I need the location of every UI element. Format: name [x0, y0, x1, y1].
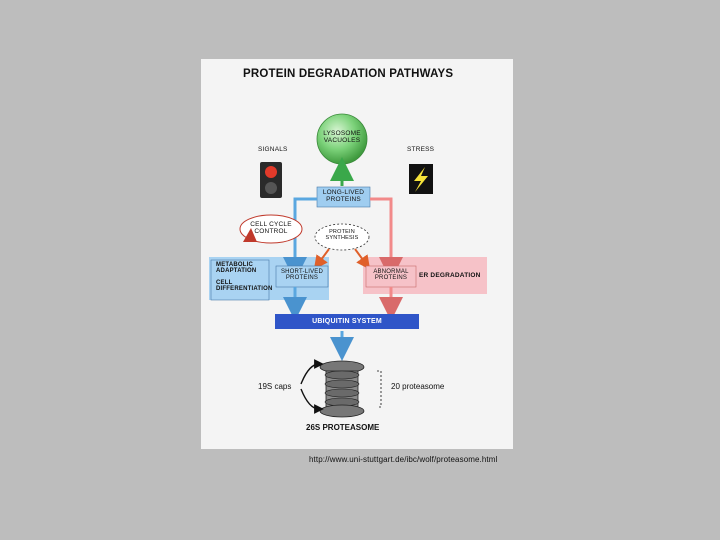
page-title: PROTEIN DEGRADATION PATHWAYS	[243, 68, 454, 80]
metabolic-line4: DIFFERENTIATION	[216, 285, 273, 292]
protein-synthesis-label: PROTEIN SYNTHESIS	[316, 229, 368, 242]
protein-synthesis-line2: SYNTHESIS	[325, 234, 359, 241]
protein-synthesis-ellipse	[314, 223, 370, 251]
source-url: http://www.uni-stuttgart.de/ibc/wolf/pro…	[309, 455, 498, 464]
cell-cycle-ellipse	[239, 214, 303, 244]
abnormal-line1: ABNORMAL	[373, 269, 409, 275]
pink-path	[370, 197, 403, 281]
short-lived-line1: SHORT-LIVED	[280, 269, 324, 275]
cell-cycle-line2: CONTROL	[254, 227, 288, 235]
metabolic-label: METABOLIC ADAPTATION CELL DIFFERENTIATIO…	[216, 262, 273, 292]
lysosome-label: LYSOSOME VACUOLES	[318, 130, 366, 145]
metabolic-line2: ADAPTATION	[216, 268, 257, 275]
long-lived-box	[316, 186, 371, 208]
cell-cycle-triangle	[243, 228, 257, 242]
metabolic-line3: CELL	[216, 279, 233, 286]
short-lived-label: SHORT-LIVED PROTEINS	[276, 269, 328, 282]
abnormal-label: ABNORMAL PROTEINS	[366, 269, 416, 282]
proteasome20-label: 20 proteasome	[391, 382, 445, 391]
cell-cycle-label: CELL CYCLE CONTROL	[241, 221, 301, 236]
lysosome-line2: VACUOLES	[323, 136, 361, 144]
er-degradation-label: ER DEGRADATION	[419, 272, 481, 279]
blue-path	[283, 197, 317, 281]
diagram-graphics	[209, 113, 487, 418]
short-lived-line2: PROTEINS	[285, 275, 319, 282]
diagram-panel: PROTEIN DEGRADATION PATHWAYS LYSOSOME VA…	[201, 59, 513, 449]
long-lived-label: LONG-LIVED PROTEINS	[317, 189, 370, 204]
long-lived-line2: PROTEINS	[326, 195, 361, 203]
ubiquitin-label: UBIQUITIN SYSTEM	[312, 318, 382, 325]
cell-cycle-line1: CELL CYCLE	[250, 221, 292, 228]
caps-label: 19S caps	[258, 382, 292, 391]
stress-label: STRESS	[407, 146, 435, 153]
metabolic-line1: METABOLIC	[216, 262, 254, 268]
long-lived-line1: LONG-LIVED	[322, 189, 365, 196]
lysosome-line1: LYSOSOME	[323, 130, 361, 137]
ubiquitin-box	[275, 314, 419, 329]
short-lived-box	[275, 265, 329, 288]
signals-label: SIGNALS	[258, 146, 288, 153]
proteasome-structure	[319, 360, 365, 418]
metabolic-box	[210, 259, 270, 301]
proteasome26-label: 26S PROTEASOME	[306, 423, 380, 432]
abnormal-line2: PROTEINS	[374, 275, 408, 282]
protein-synthesis-line1: PROTEIN	[329, 229, 355, 235]
